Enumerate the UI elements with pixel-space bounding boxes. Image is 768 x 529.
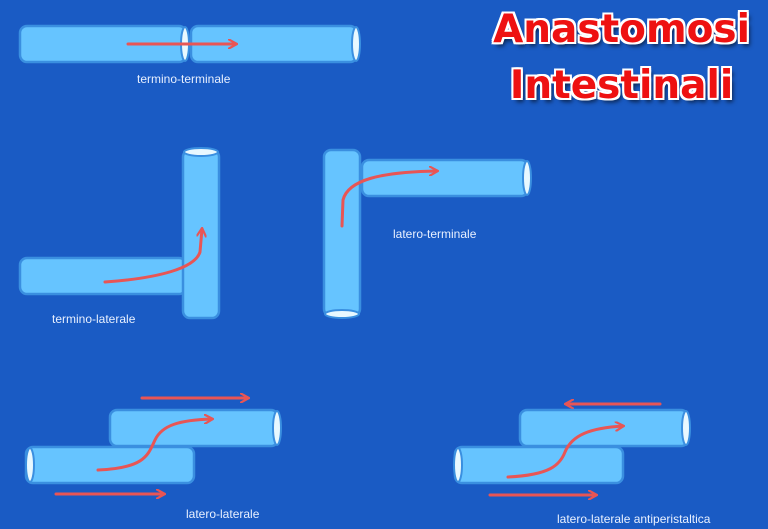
arrow-icon bbox=[340, 171, 437, 228]
latero-laterale-diagram bbox=[24, 398, 282, 494]
page-title: Anastomosi Intestinali bbox=[493, 2, 750, 114]
termino-laterale-diagram bbox=[18, 147, 221, 320]
arrow-icon bbox=[96, 419, 212, 472]
label-latero-laterale: latero-laterale bbox=[186, 507, 260, 521]
termino-terminale-diagram bbox=[18, 24, 361, 64]
label-latero-laterale-antiperistaltica: latero-laterale antiperistaltica bbox=[557, 512, 711, 526]
arrow-icon bbox=[506, 426, 623, 479]
label-termino-terminale: termino-terminale bbox=[137, 72, 231, 86]
label-termino-laterale: termino-laterale bbox=[52, 312, 136, 326]
title-line-1: Anastomosi bbox=[493, 7, 750, 52]
latero-laterale-antiperistaltica-diagram bbox=[453, 404, 691, 495]
arrow-icon bbox=[103, 229, 202, 284]
latero-terminale-diagram bbox=[322, 148, 532, 319]
title-line-2: Intestinali bbox=[509, 63, 734, 108]
label-latero-terminale: latero-terminale bbox=[393, 227, 477, 241]
